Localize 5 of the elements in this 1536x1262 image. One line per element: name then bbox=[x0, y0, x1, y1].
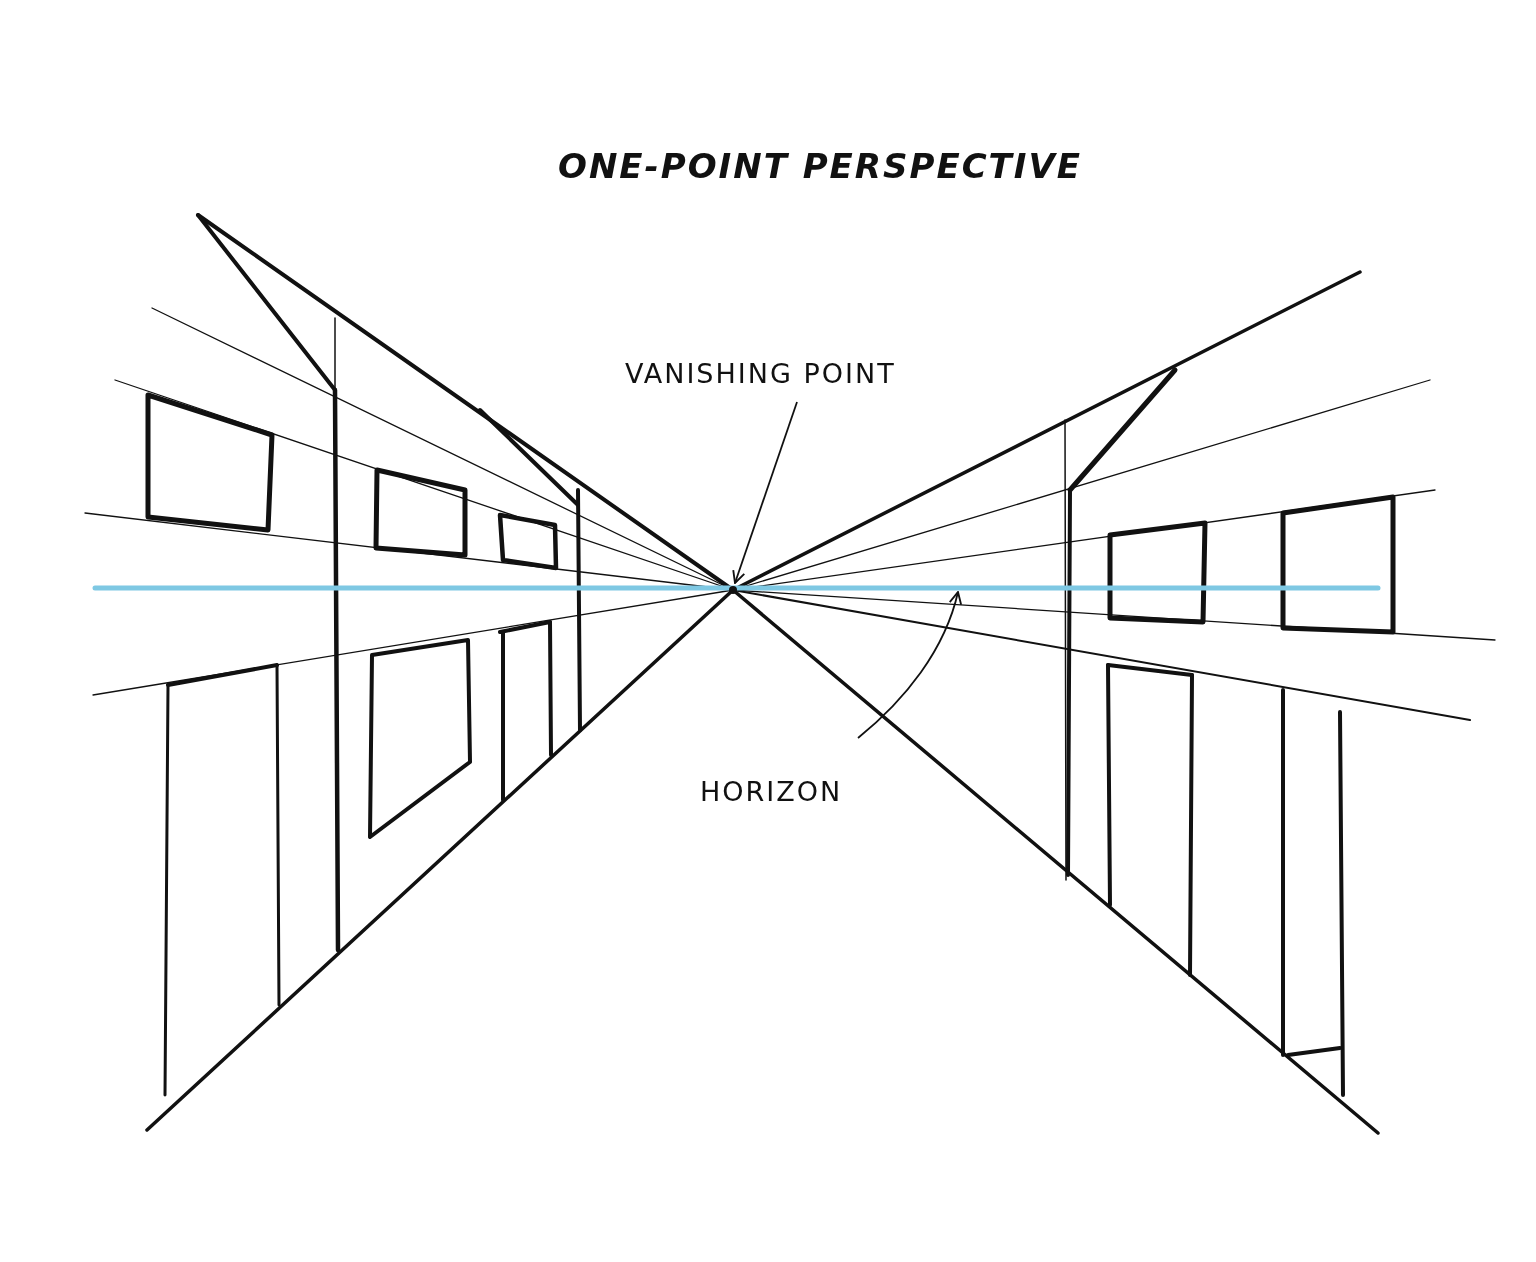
leader-arrow bbox=[732, 401, 798, 584]
vanishing-point bbox=[729, 586, 737, 594]
horizon-line bbox=[92, 585, 1381, 591]
leader-arrow bbox=[857, 591, 962, 739]
diagram-title: ONE-POINT PERSPECTIVE bbox=[557, 146, 1083, 186]
